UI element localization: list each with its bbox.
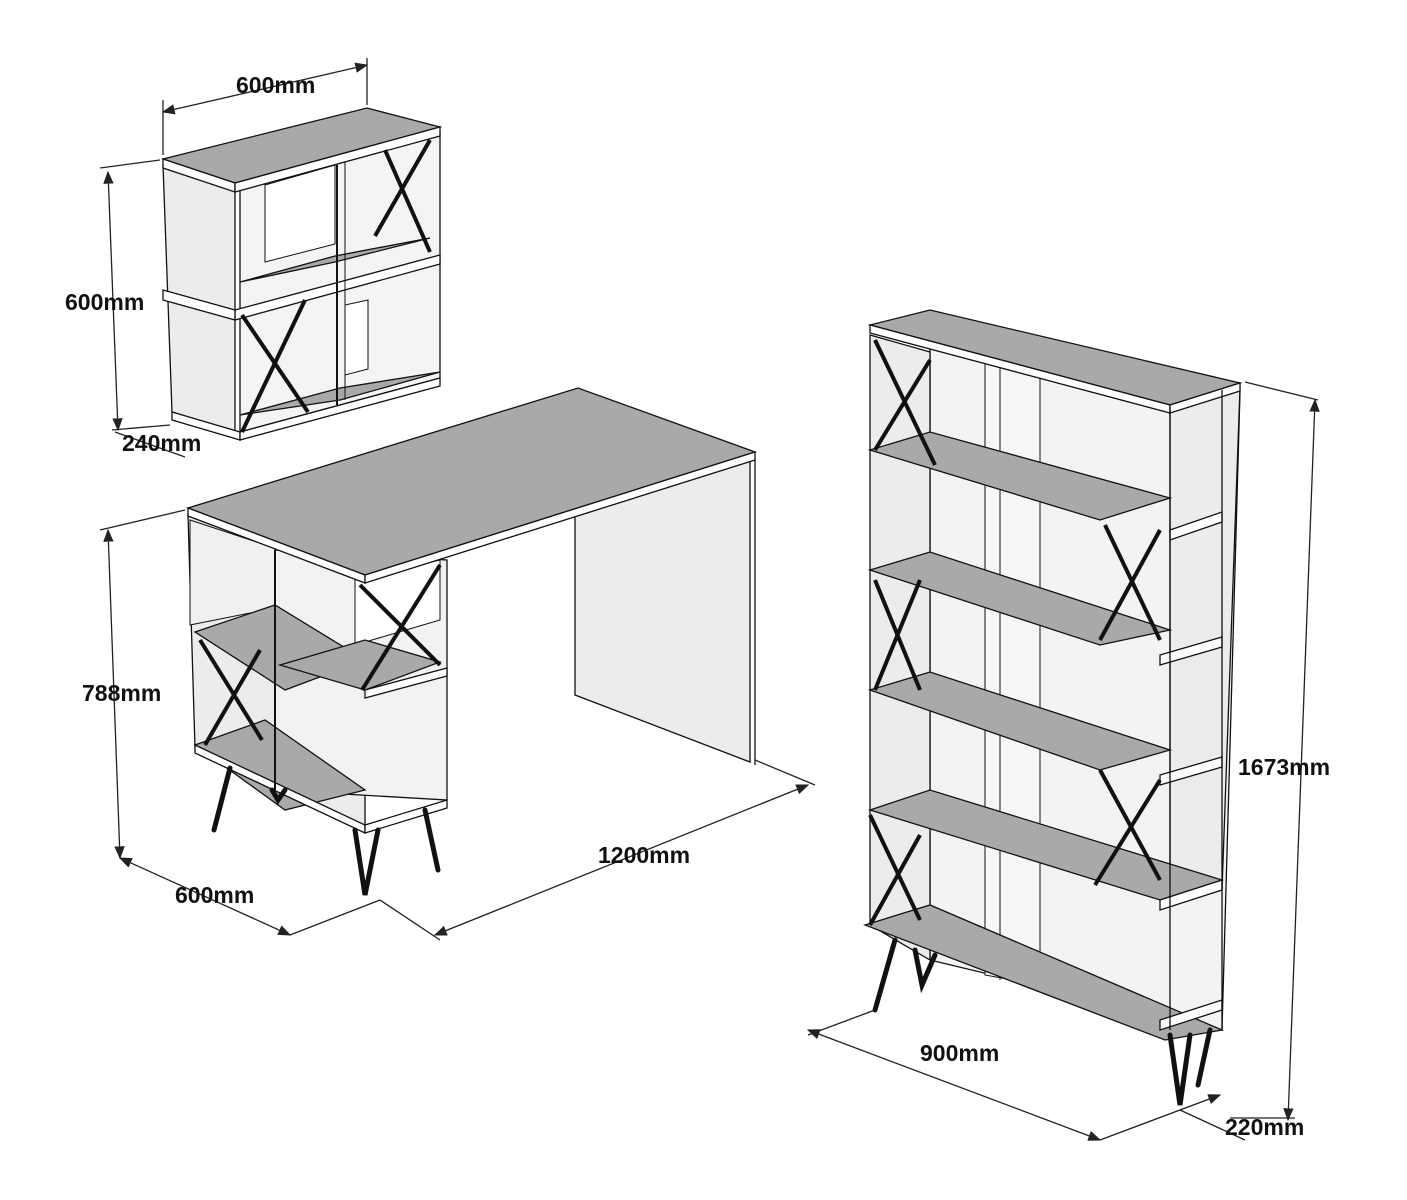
desk-depth-label: 600mm xyxy=(175,882,254,908)
bookcase-depth-label: 220mm xyxy=(1225,1114,1304,1140)
bookcase-width-label: 900mm xyxy=(920,1040,999,1066)
bookcase-height-label: 1673mm xyxy=(1238,754,1330,780)
wall-shelf-width-label: 600mm xyxy=(236,72,315,98)
desk-width-label: 1200mm xyxy=(598,842,690,868)
dimension-lines xyxy=(99,58,1320,1141)
desk-unit xyxy=(185,387,758,896)
wall-shelf-depth-label: 240mm xyxy=(122,430,201,456)
desk-height-label: 788mm xyxy=(82,680,161,706)
bookcase-unit xyxy=(863,309,1243,1106)
wall-shelf-unit xyxy=(160,107,443,441)
wall-shelf-height-label: 600mm xyxy=(65,289,144,315)
